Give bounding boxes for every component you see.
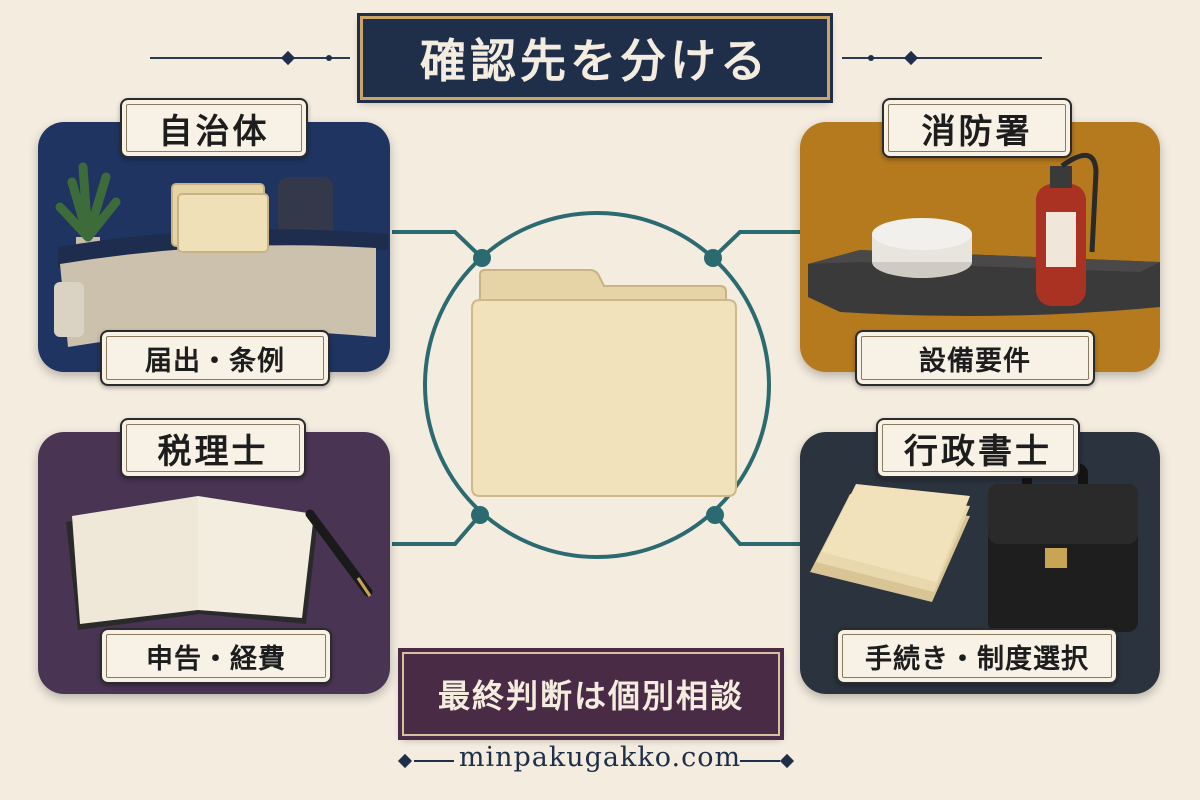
label-fire-station: 消防署	[882, 98, 1072, 158]
sublabel-administrative-scrivener: 手続き・制度選択	[836, 628, 1118, 684]
node-top-right	[704, 249, 722, 267]
url-line-right	[740, 760, 780, 762]
title-line-right	[842, 57, 1042, 59]
site-url: minpakugakko.com	[458, 742, 742, 773]
briefcase-icon	[988, 462, 1138, 632]
sublabel-fire-station: 設備要件	[855, 330, 1095, 386]
page-title: 確認先を分ける	[420, 34, 770, 88]
smoke-detector-icon	[872, 218, 972, 278]
label-tax-accountant: 税理士	[120, 418, 306, 478]
node-bottom-left	[471, 506, 489, 524]
desk-body	[60, 245, 376, 347]
footer-banner: 最終判断は個別相談	[402, 652, 780, 736]
reception-desk-illustration	[54, 162, 388, 347]
title-line-left	[150, 57, 350, 59]
node-bottom-right	[706, 506, 724, 524]
fire-equipment-illustration	[808, 153, 1160, 316]
sublabel-municipality: 届出・条例	[100, 330, 330, 386]
pen-icon	[305, 509, 373, 597]
document-stack-icon	[810, 484, 970, 602]
notebook-pen-illustration	[66, 496, 373, 630]
documents-briefcase-illustration	[810, 462, 1138, 632]
notebook-icon	[66, 496, 318, 630]
title-banner: 確認先を分ける	[360, 16, 830, 100]
panel-municipality	[38, 122, 390, 372]
title-dot-left	[326, 55, 332, 61]
fire-extinguisher-icon	[1036, 153, 1099, 306]
connector-top-right	[711, 230, 800, 260]
label-municipality: 自治体	[120, 98, 308, 158]
node-top-left	[473, 249, 491, 267]
sublabel-tax-accountant: 申告・経費	[100, 628, 332, 684]
pen-holder	[54, 282, 84, 337]
url-line-left	[414, 760, 454, 762]
title-dot-right	[868, 55, 874, 61]
connector-bottom-right	[713, 513, 800, 546]
documents-icon	[171, 183, 269, 253]
connector-top-left	[392, 230, 484, 260]
center-circle	[423, 211, 771, 559]
connector-bottom-left	[392, 513, 482, 546]
footer-banner-text: 最終判断は個別相談	[437, 677, 744, 715]
label-administrative-scrivener: 行政書士	[876, 418, 1080, 478]
folder-icon	[471, 269, 737, 497]
